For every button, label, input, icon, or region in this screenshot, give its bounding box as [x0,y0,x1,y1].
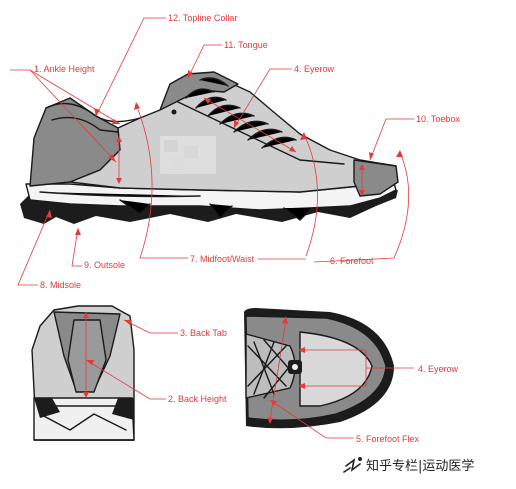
toe-cap-shape [353,159,399,197]
watermark: 知乎专栏|运动医学 [343,457,474,474]
watermark-text: 知乎专栏|运动医学 [366,458,474,474]
forefoot-label: 6. Forefoot [330,256,374,266]
toebox-label: 10. Toebox [416,114,460,124]
back-view-annotations: 3. Back Tab 2. Back Height [83,312,227,404]
top-view-laces [247,339,291,399]
tongue-label: 11. Tongue [224,40,268,50]
outsole-label: 9. Outsole [84,260,125,270]
forefoot-flex-label: 5. Forefoot Flex [356,434,420,444]
side-view-annotations: 12. Topline Collar 11. Tongue 1. Ankle H… [10,13,460,290]
topline-collar-label: 12. Topline Collar [168,13,237,23]
eyerow-bottom-label: 4. Eyerow [418,364,459,374]
top-view-annotations: 4. Eyerow 5. Forefoot Flex [267,316,459,444]
runner-logo-icon [343,457,362,473]
back-tab-label: 3. Back Tab [180,328,227,338]
ankle-height-label: 1. Ankle Height [34,64,95,74]
laces [185,77,297,149]
top-view-forefoot [244,308,394,429]
back-view-shoe [31,305,135,441]
eyerow-top-label: 4. Eyerow [294,64,335,74]
midsole-label: 8. Midsole [40,280,81,290]
midfoot-waist-label: 7. Midfoot/Waist [190,254,255,264]
back-height-label: 2. Back Height [168,394,227,404]
side-view-shoe [20,71,399,224]
